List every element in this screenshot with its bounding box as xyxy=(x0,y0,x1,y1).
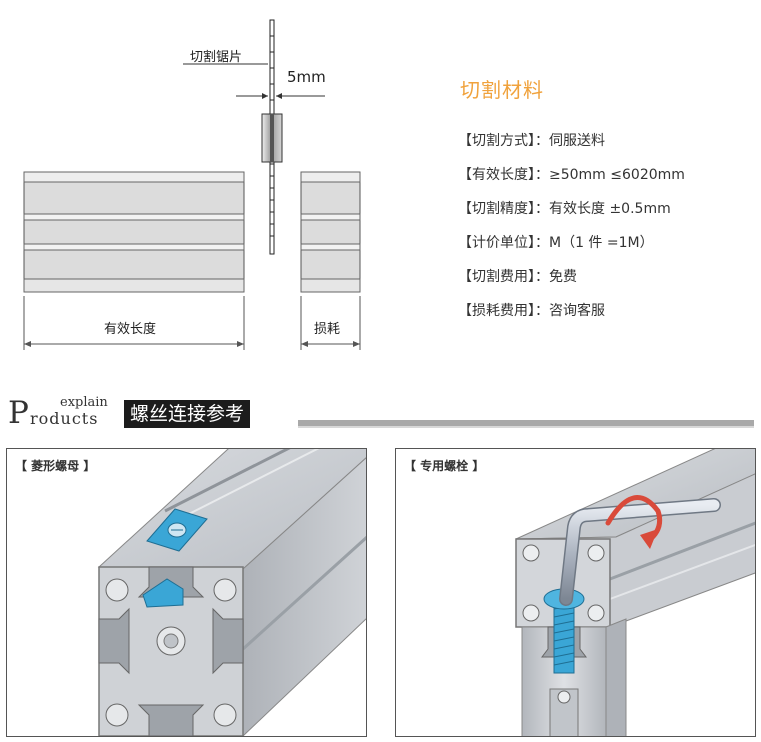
spec-row: 【切割精度】：有效长度 ±0.5mm xyxy=(458,198,685,232)
spec-value: 伺服送料 xyxy=(549,133,605,149)
saw-blade-label: 切割锯片 xyxy=(190,50,243,65)
kerf-width-label: 5mm xyxy=(287,68,326,86)
spec-bracket-open: 【 xyxy=(458,167,472,183)
spec-colon: ： xyxy=(535,133,549,149)
spec-value: 咨询客服 xyxy=(549,303,605,319)
spec-value: 免费 xyxy=(549,269,577,285)
spec-key: 切割精度 xyxy=(472,201,528,217)
spec-row: 【计价单位】：M（1 件 =1M） xyxy=(458,232,685,266)
spec-bracket-close: 】 xyxy=(528,133,535,149)
spec-bracket-open: 【 xyxy=(458,201,472,217)
brand-initial: P xyxy=(8,395,29,431)
special-bolt-label: 【 专用螺栓 】 xyxy=(404,459,485,473)
diamond-nut-panel: 【 菱形螺母 】 xyxy=(6,448,367,737)
spec-colon: ： xyxy=(535,201,549,217)
spec-row: 【有效长度】：≥50mm ≤6020mm xyxy=(458,164,685,198)
spec-colon: ： xyxy=(535,303,549,319)
spec-key: 切割方式 xyxy=(472,133,528,149)
spec-list: 【切割方式】：伺服送料【有效长度】：≥50mm ≤6020mm【切割精度】：有效… xyxy=(458,130,685,334)
section-title: 螺丝连接参考 xyxy=(124,400,251,428)
spec-bracket-open: 【 xyxy=(458,269,472,285)
diamond-nut-illustration xyxy=(97,449,366,736)
info-title: 切割材料 xyxy=(460,78,544,102)
spec-bracket-close: 】 xyxy=(528,235,535,251)
spec-bracket-close: 】 xyxy=(528,303,535,319)
brand-rest: roducts xyxy=(30,409,99,428)
spec-bracket-close: 】 xyxy=(528,167,535,183)
effective-length-label: 有效长度 xyxy=(104,322,157,337)
spec-colon: ： xyxy=(535,269,549,285)
loss-label: 损耗 xyxy=(314,322,341,337)
spec-key: 有效长度 xyxy=(472,167,528,183)
brand-explain: explain xyxy=(60,395,108,410)
special-bolt-panel: 【 专用螺栓 】 xyxy=(395,448,756,737)
spec-key: 切割费用 xyxy=(472,269,528,285)
spec-value: 有效长度 ±0.5mm xyxy=(549,201,671,217)
spec-value: ≥50mm ≤6020mm xyxy=(549,167,685,183)
spec-bracket-open: 【 xyxy=(458,235,472,251)
spec-colon: ： xyxy=(535,167,549,183)
spec-row: 【损耗费用】：咨询客服 xyxy=(458,300,685,334)
spec-row: 【切割费用】：免费 xyxy=(458,266,685,300)
spec-colon: ： xyxy=(535,235,549,251)
diamond-nut-label: 【 菱形螺母 】 xyxy=(15,459,96,473)
spec-bracket-open: 【 xyxy=(458,133,472,149)
spec-bracket-close: 】 xyxy=(528,269,535,285)
profile-right-piece xyxy=(300,171,361,293)
section-divider xyxy=(298,420,754,426)
spec-value: M（1 件 =1M） xyxy=(549,235,654,251)
spec-row: 【切割方式】：伺服送料 xyxy=(458,130,685,164)
profile-left-piece xyxy=(23,171,245,293)
spec-bracket-open: 【 xyxy=(458,303,472,319)
cutting-diagram xyxy=(23,19,361,350)
spec-bracket-close: 】 xyxy=(528,201,535,217)
special-bolt-illustration xyxy=(515,449,755,736)
spec-key: 计价单位 xyxy=(472,235,528,251)
saw-blade-icon xyxy=(261,19,283,255)
section-divider-shade xyxy=(298,426,754,428)
spec-key: 损耗费用 xyxy=(472,303,528,319)
